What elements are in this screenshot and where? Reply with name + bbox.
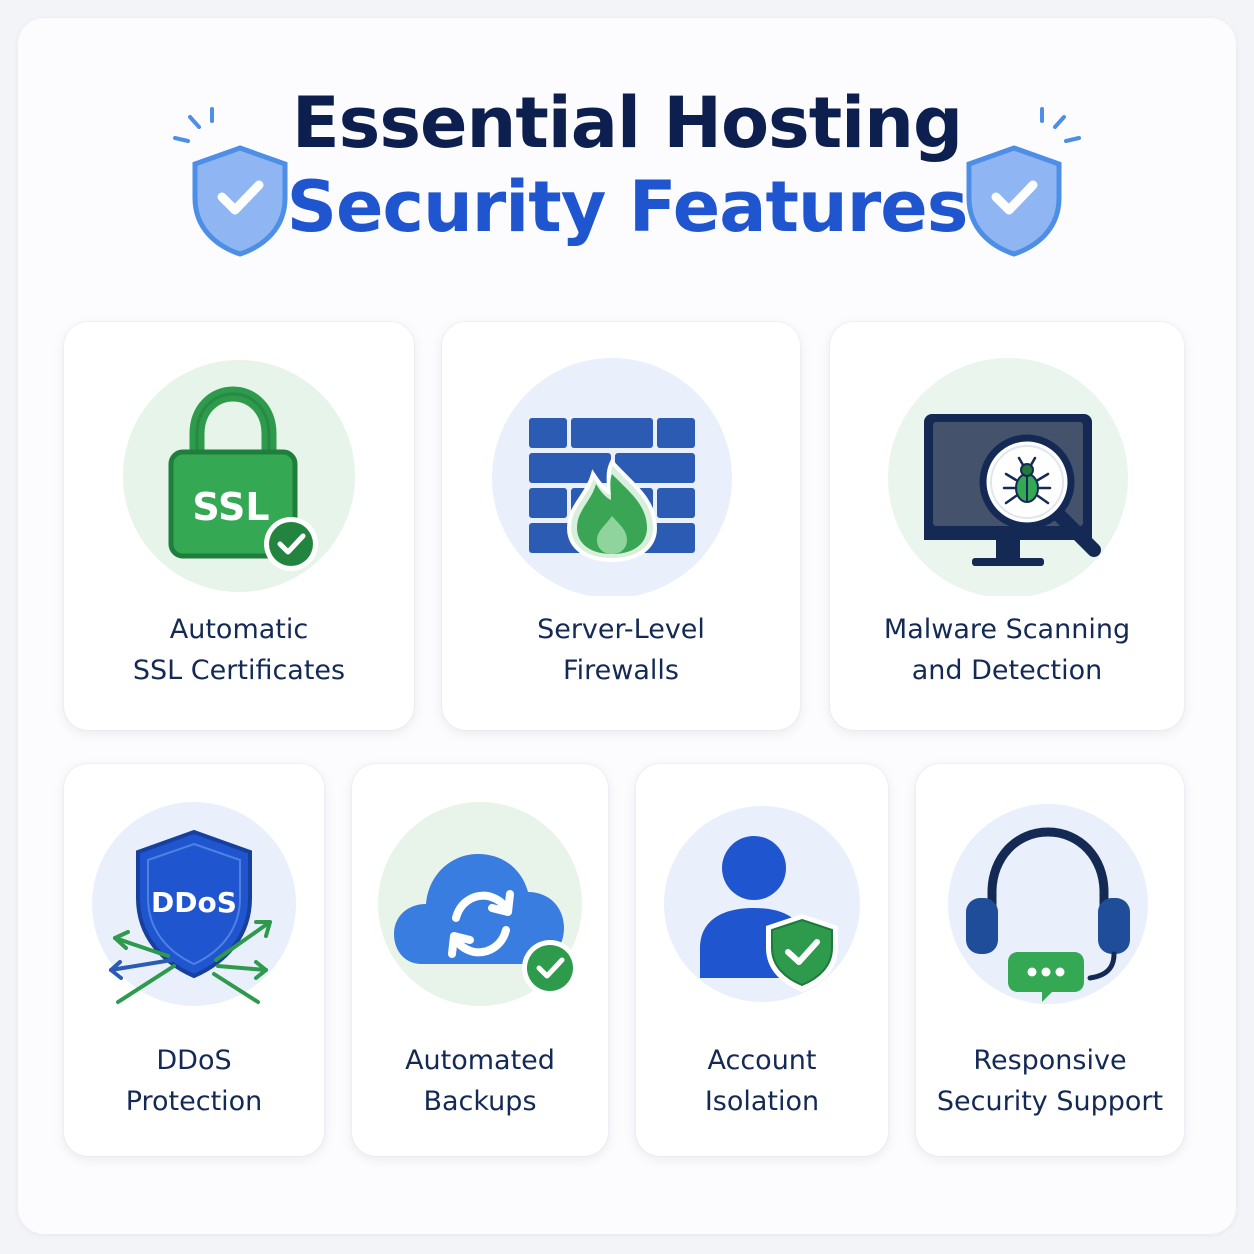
feature-card-support: Responsive Security Support [916, 764, 1184, 1156]
page-title-line-2: Security Features [286, 166, 969, 248]
feature-label: DDoS Protection [125, 1045, 263, 1117]
feature-label: Server-Level Firewalls [537, 614, 705, 686]
cloud-backup-icon [378, 802, 582, 1006]
account-shield-icon [664, 806, 860, 1002]
feature-label: Malware Scanning and Detection [883, 614, 1131, 686]
feature-card-malware: Malware Scanning and Detection [830, 322, 1184, 730]
ddos-shield-icon: DDoS [92, 802, 296, 1006]
feature-label: Account Isolation [704, 1045, 820, 1117]
firewall-icon [492, 358, 732, 596]
feature-card-account-isolation: Account Isolation [636, 764, 888, 1156]
shield-check-icon-right [966, 107, 1081, 257]
page-title-line-1: Essential Hosting [291, 82, 963, 164]
ssl-badge-text: SSL [192, 485, 269, 529]
ddos-badge-text: DDoS [151, 886, 237, 919]
feature-label: Responsive Security Support [936, 1045, 1164, 1117]
malware-scan-icon [888, 358, 1128, 596]
feature-card-backups: Automated Backups [352, 764, 608, 1156]
feature-label: Automatic SSL Certificates [132, 614, 346, 686]
ssl-lock-icon: SSL [123, 360, 355, 592]
feature-card-ssl: SSL Automatic SSL Certificates [64, 322, 414, 730]
shield-check-icon-left [173, 107, 288, 257]
feature-label: Automated Backups [405, 1045, 555, 1117]
feature-card-firewall: Server-Level Firewalls [442, 322, 800, 730]
headset-support-icon [948, 804, 1148, 1004]
feature-card-ddos: DDoS DDoS Protection [64, 764, 324, 1156]
